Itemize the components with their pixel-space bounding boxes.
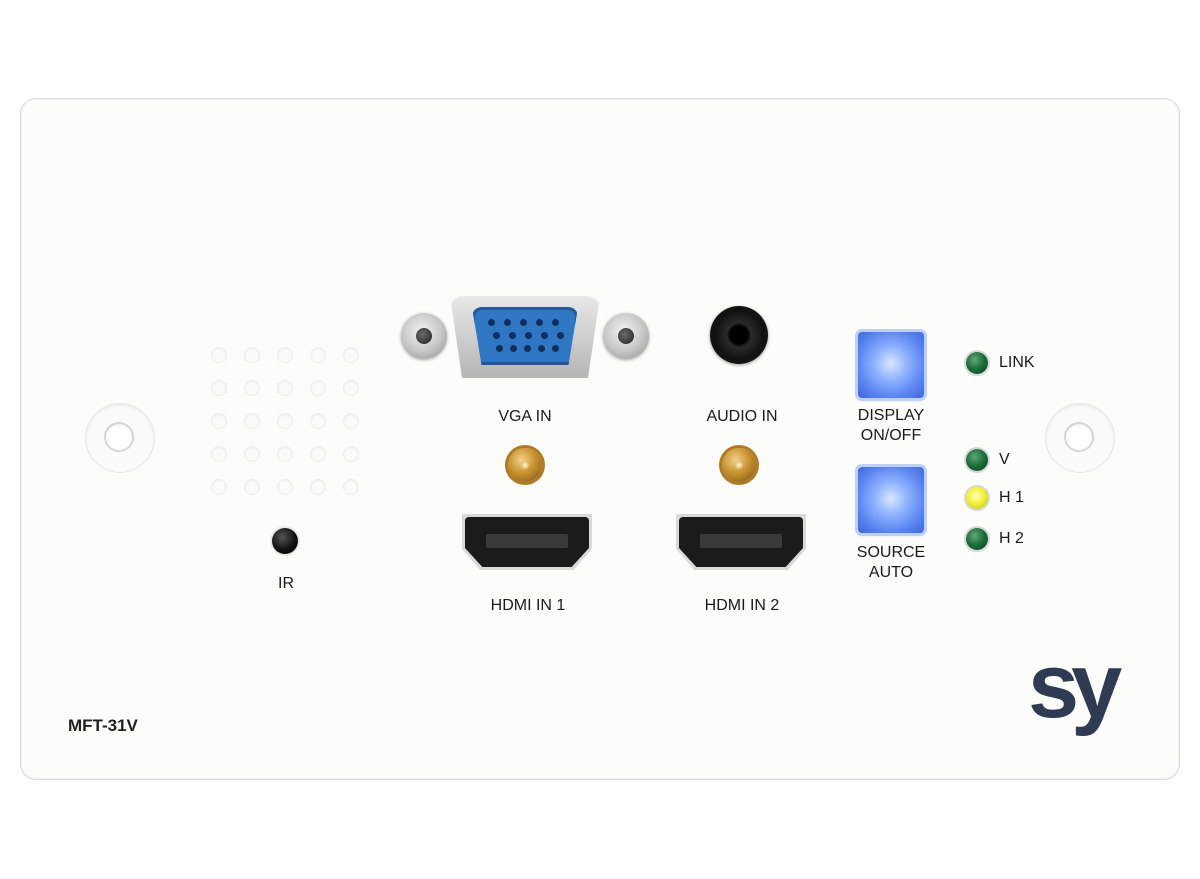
grille-hole (311, 480, 325, 494)
vga-pin (488, 319, 495, 326)
grille-hole (245, 414, 259, 428)
vga-pin (536, 319, 543, 326)
grille-hole (311, 447, 325, 461)
vga-pin (493, 332, 500, 339)
vga-pin (525, 332, 532, 339)
h2-led-label: H 2 (999, 530, 1024, 547)
grille-hole (212, 381, 226, 395)
grille-hole (311, 381, 325, 395)
grille-hole (278, 348, 292, 362)
vga-port[interactable] (472, 307, 578, 365)
grille-hole (245, 447, 259, 461)
h1-led-label: H 1 (999, 489, 1024, 506)
grille-hole (311, 348, 325, 362)
vga-pin (552, 345, 559, 352)
vga-pin (496, 345, 503, 352)
coax-connector-right-icon (722, 448, 756, 482)
grille-hole (212, 348, 226, 362)
vga-pin (510, 345, 517, 352)
vga-pin (552, 319, 559, 326)
mounting-hole-right (1046, 404, 1114, 472)
source-label-line2: AUTO (868, 564, 914, 581)
ir-label: IR (278, 575, 294, 592)
vga-pin (541, 332, 548, 339)
vga-pin (504, 319, 511, 326)
display-label-line1: DISPLAY (857, 407, 925, 424)
coax-connector-left-icon (508, 448, 542, 482)
grille-hole (311, 414, 325, 428)
grille-hole (278, 414, 292, 428)
vga-screw-right-icon (603, 313, 649, 359)
vga-pin (520, 319, 527, 326)
grille-hole (245, 381, 259, 395)
link-led-icon (966, 352, 988, 374)
hdmi-in-1-label: HDMI IN 1 (490, 597, 566, 614)
vga-pin (524, 345, 531, 352)
grille-hole (344, 447, 358, 461)
grille-hole (344, 480, 358, 494)
ir-receiver-icon (272, 528, 298, 554)
grille-hole (278, 480, 292, 494)
grille-hole (245, 348, 259, 362)
link-led-label: LINK (999, 354, 1035, 371)
vga-pin (538, 345, 545, 352)
wall-plate (20, 98, 1180, 780)
grille-hole (344, 414, 358, 428)
vga-screw-left-icon (401, 313, 447, 359)
grille-hole (344, 348, 358, 362)
source-label-line1: SOURCE (856, 544, 926, 561)
display-label-line2: ON/OFF (860, 427, 922, 444)
grille-hole (212, 480, 226, 494)
v-led-label: V (999, 451, 1010, 468)
grille-hole (278, 381, 292, 395)
mounting-hole-left (86, 404, 154, 472)
h1-led-icon (966, 487, 988, 509)
grille-hole (278, 447, 292, 461)
display-on-off-button[interactable] (858, 332, 924, 398)
vga-pin (557, 332, 564, 339)
hdmi-in-2-label: HDMI IN 2 (704, 597, 780, 614)
v-led-icon (966, 449, 988, 471)
vga-in-label: VGA IN (498, 408, 552, 425)
brand-logo: sy (1028, 635, 1122, 737)
hdmi-2-tongue (700, 534, 782, 548)
audio-jack[interactable] (710, 306, 768, 364)
audio-in-label: AUDIO IN (706, 408, 778, 425)
grille-hole (212, 447, 226, 461)
grille-hole (344, 381, 358, 395)
source-auto-button[interactable] (858, 467, 924, 533)
grille-hole (245, 480, 259, 494)
h2-led-icon (966, 528, 988, 550)
model-number: MFT-31V (68, 716, 138, 735)
vga-pin (509, 332, 516, 339)
hdmi-1-tongue (486, 534, 568, 548)
grille-hole (212, 414, 226, 428)
